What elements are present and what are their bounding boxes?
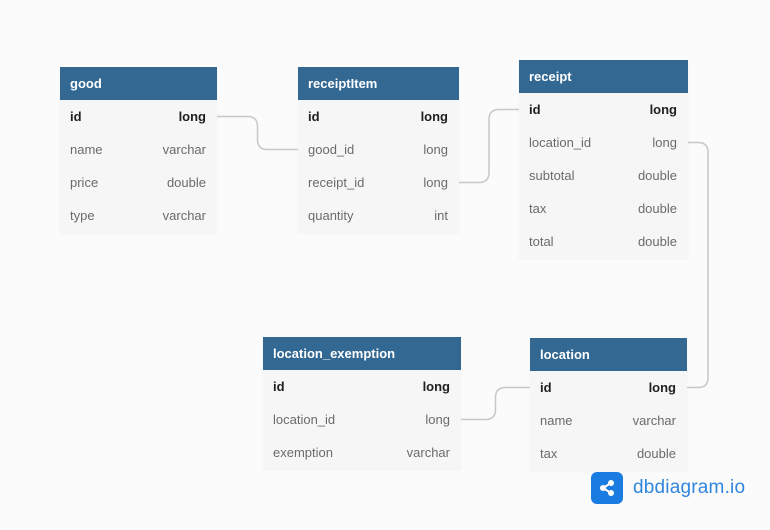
field-name: location_id xyxy=(273,412,336,427)
relation-line[interactable] xyxy=(217,115,298,151)
field-type: varchar xyxy=(162,142,206,157)
table-header[interactable]: good xyxy=(60,67,217,100)
field-type: double xyxy=(166,175,206,190)
field-row[interactable]: price double xyxy=(60,166,217,199)
field-type: long xyxy=(178,109,206,124)
field-row[interactable]: total double xyxy=(519,225,688,258)
field-row[interactable]: good_id long xyxy=(298,133,459,166)
relation-line[interactable] xyxy=(461,386,530,421)
field-name: id xyxy=(540,380,552,395)
field-name: id xyxy=(308,109,320,124)
field-type: long xyxy=(648,380,676,395)
field-row[interactable]: tax double xyxy=(519,192,688,225)
field-name: name xyxy=(70,142,103,157)
brand-name: dbdiagram.io xyxy=(633,477,746,498)
field-name: total xyxy=(529,234,554,249)
table-good[interactable]: good id long name varchar price double type varc… xyxy=(60,67,217,232)
field-row[interactable]: subtotal double xyxy=(519,159,688,192)
field-row[interactable]: id long xyxy=(530,371,687,404)
relation-line[interactable] xyxy=(687,141,709,389)
field-type: double xyxy=(637,201,677,216)
field-type: long xyxy=(423,142,448,157)
field-row[interactable]: name varchar xyxy=(530,404,687,437)
field-type: long xyxy=(649,102,677,117)
field-name: price xyxy=(70,175,99,190)
field-row[interactable]: location_id long xyxy=(519,126,688,159)
table-location[interactable]: location id long name varchar tax double xyxy=(530,338,687,470)
field-name: quantity xyxy=(308,208,354,223)
brand-watermark[interactable]: dbdiagram.io xyxy=(591,472,745,504)
field-name: subtotal xyxy=(529,168,575,183)
field-name: id xyxy=(273,379,285,394)
field-name: tax xyxy=(540,446,558,461)
field-type: long xyxy=(423,175,448,190)
field-name: good_id xyxy=(308,142,355,157)
field-type: varchar xyxy=(406,445,450,460)
field-row[interactable]: id long xyxy=(60,100,217,133)
field-type: long xyxy=(420,109,448,124)
field-name: location_id xyxy=(529,135,592,150)
field-row[interactable]: location_id long xyxy=(263,403,461,436)
field-type: double xyxy=(636,446,676,461)
field-type: double xyxy=(637,168,677,183)
field-type: double xyxy=(637,234,677,249)
table-header[interactable]: location_exemption xyxy=(263,337,461,370)
field-row[interactable]: receipt_id long xyxy=(298,166,459,199)
field-name: id xyxy=(529,102,541,117)
table-receipt[interactable]: receipt id long location_id long subtotal doub… xyxy=(519,60,688,258)
field-name: id xyxy=(70,109,82,124)
field-row[interactable]: id long xyxy=(263,370,461,403)
field-name: tax xyxy=(529,201,547,216)
field-type: long xyxy=(652,135,677,150)
field-name: exemption xyxy=(273,445,333,460)
field-type: int xyxy=(434,208,448,223)
field-type: long xyxy=(422,379,450,394)
table-header[interactable]: location xyxy=(530,338,687,371)
field-row[interactable]: id long xyxy=(298,100,459,133)
field-row[interactable]: type varchar xyxy=(60,199,217,232)
field-name: name xyxy=(540,413,573,428)
field-name: receipt_id xyxy=(308,175,365,190)
field-name: type xyxy=(70,208,95,223)
field-row[interactable]: tax double xyxy=(530,437,687,470)
field-row[interactable]: id long xyxy=(519,93,688,126)
field-row[interactable]: exemption varchar xyxy=(263,436,461,469)
relation-line[interactable] xyxy=(459,108,519,184)
table-header[interactable]: receiptItem xyxy=(298,67,459,100)
field-type: long xyxy=(425,412,450,427)
share-nodes-icon xyxy=(591,472,623,504)
field-row[interactable]: name varchar xyxy=(60,133,217,166)
field-type: varchar xyxy=(632,413,676,428)
field-row[interactable]: quantity int xyxy=(298,199,459,232)
table-header[interactable]: receipt xyxy=(519,60,688,93)
field-type: varchar xyxy=(162,208,206,223)
